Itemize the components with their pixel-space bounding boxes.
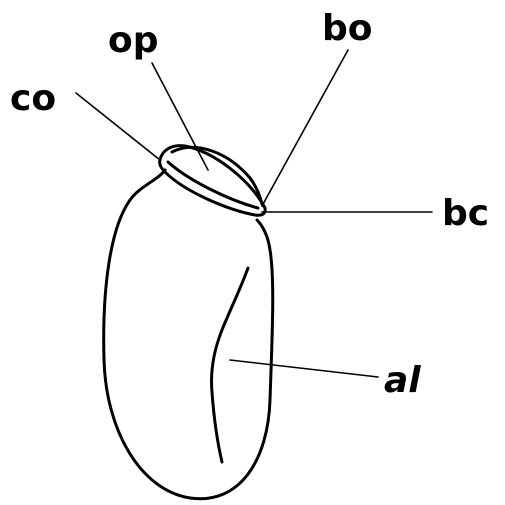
label-co: co: [10, 78, 56, 119]
leader-op: [151, 62, 209, 171]
label-bc: bc: [442, 193, 489, 234]
label-op: op: [108, 20, 159, 61]
leader-co: [75, 92, 161, 161]
label-bo: bo: [322, 8, 373, 49]
leader-al: [229, 359, 379, 378]
label-al: al: [384, 360, 421, 401]
seed-body-outline: [102, 168, 275, 501]
leader-bo: [261, 49, 349, 207]
operculum: [170, 145, 264, 206]
aril-contour: [210, 266, 250, 464]
operculum-rim: [158, 144, 267, 217]
operculum-inner-ring: [166, 160, 260, 210]
